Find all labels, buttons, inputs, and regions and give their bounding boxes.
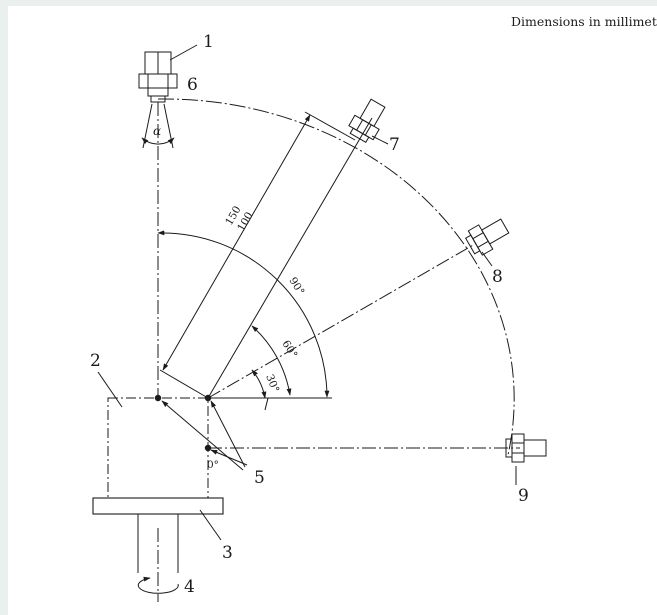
rotation-symbol (137, 576, 179, 594)
callout-9: 9 (518, 486, 529, 506)
leader-1 (169, 44, 198, 61)
angle-label-90: 90° (286, 275, 306, 297)
angle-label-60: 60° (279, 338, 299, 360)
specimen-block (107, 397, 209, 499)
leader-7 (371, 135, 389, 145)
spray-point-bottom (204, 444, 212, 452)
callout-5: 5 (254, 468, 265, 488)
nozzle-arc (157, 98, 515, 456)
nozzle-6 (138, 51, 178, 103)
nozzle-9 (505, 433, 547, 463)
dim-ext-upper (304, 111, 356, 141)
base-plate (92, 497, 224, 515)
callout-3: 3 (222, 543, 233, 563)
dimensions-note: Dimensions in millimetr (511, 14, 657, 29)
dim-line-150 (162, 114, 311, 371)
callout-1: 1 (203, 32, 214, 52)
leader-2 (97, 371, 123, 408)
arc-90 (157, 230, 330, 398)
spray-point-top (154, 394, 162, 402)
callout-7: 7 (389, 135, 400, 155)
alpha-label: α (153, 124, 161, 138)
callout-6: 6 (187, 75, 198, 95)
nozzle-8 (464, 218, 510, 256)
callout-2: 2 (90, 351, 101, 371)
arc-30-tick (264, 397, 269, 411)
nozzle-7 (348, 98, 386, 144)
angle-label-30: 30° (263, 373, 281, 395)
callout-8: 8 (492, 267, 503, 287)
arc-60 (251, 325, 292, 396)
spray-point-middle (204, 394, 212, 402)
leader-8 (481, 251, 493, 267)
leader-5b (210, 400, 246, 468)
angle-label-0: 0° (207, 459, 219, 471)
alpha-arc (141, 137, 175, 145)
dim-ext-lower (159, 369, 209, 399)
arc-30 (251, 369, 267, 399)
leader-3 (199, 509, 222, 541)
leader-5a (161, 400, 244, 471)
leader-5c (210, 449, 248, 466)
spray-line-30 (207, 243, 476, 399)
callout-4: 4 (184, 577, 195, 597)
